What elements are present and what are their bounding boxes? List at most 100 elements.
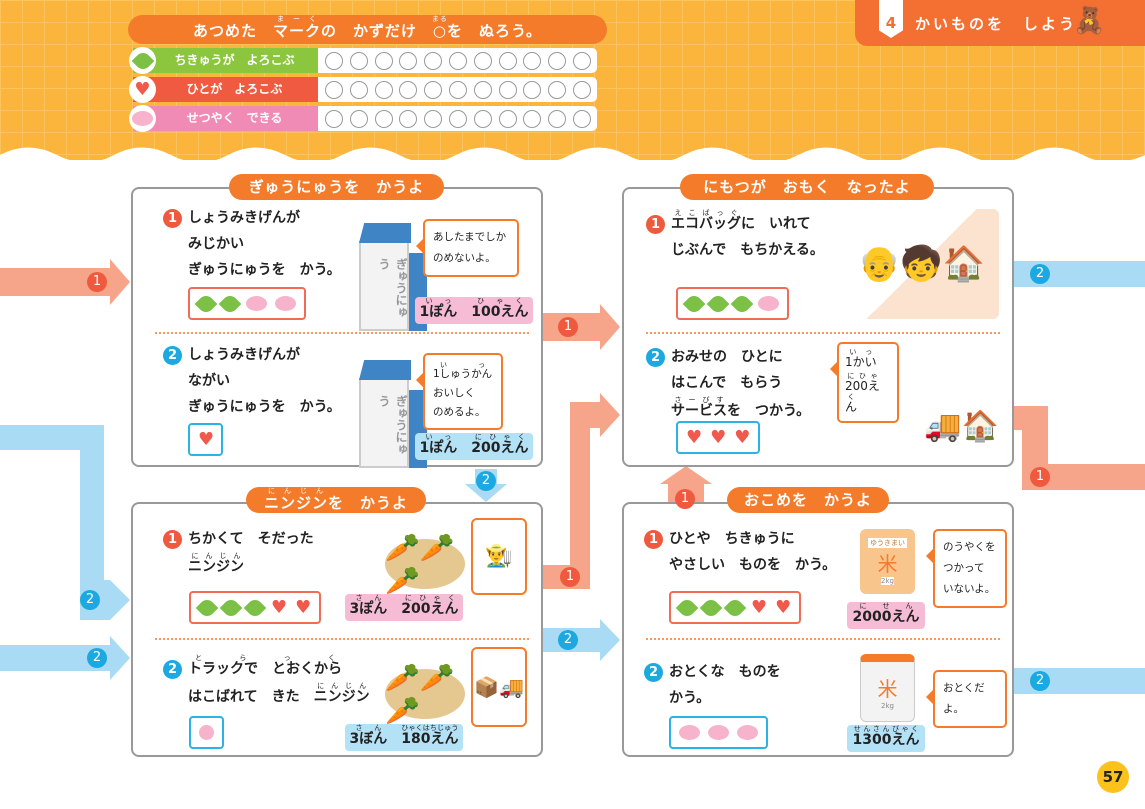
option-badge: 2	[163, 659, 182, 679]
delivery-truck-image: 📦🚚	[471, 647, 527, 727]
delivery-truck-image: 🚚🏠	[924, 409, 999, 444]
chapter-header: 4 かいものを しよう 🧸	[855, 0, 1145, 46]
bag-section-title: にもつが おもく なったよ	[680, 174, 934, 200]
rating-icons	[676, 287, 789, 320]
route-badge-2: 2	[80, 590, 100, 610]
route-badge-2: 2	[1030, 671, 1050, 691]
arrow-in-2a	[0, 425, 130, 620]
route-badge-1: 1	[558, 317, 578, 337]
pig-icon	[758, 296, 779, 311]
rating-icons: ♥	[188, 423, 223, 456]
arrow-carrot-to-bag	[543, 393, 620, 589]
route-badge-1: 1	[87, 272, 107, 292]
leaf-icon	[243, 596, 267, 619]
arrow-in-1	[0, 259, 130, 305]
rice-section-title: おこめを かうよ	[727, 487, 889, 513]
tally-circles[interactable]	[325, 52, 591, 70]
option-badge: 1	[163, 208, 182, 228]
leaf-icon	[706, 292, 730, 315]
teddy-bear-icon: 🧸	[1073, 6, 1106, 36]
divider	[646, 638, 1000, 640]
leaf-icon	[682, 292, 706, 315]
rating-icons	[669, 716, 768, 749]
price-quantity: 1ぽん	[419, 304, 458, 320]
tally-label: ひとが よろこぶ	[133, 77, 318, 102]
divider	[646, 332, 1000, 334]
divider	[155, 332, 529, 334]
heart-icon: ♥	[271, 596, 288, 618]
pig-icon	[275, 296, 296, 311]
tally-row-earth: ちきゅうが よろこぶ	[129, 47, 597, 74]
pig-icon	[679, 725, 700, 740]
route-badge-1: 1	[675, 489, 695, 509]
price-tag: 3ぼんさん 180えんひゃくはちじゅう	[345, 724, 463, 751]
price-amount: 100えん	[471, 304, 529, 320]
route-badge-1: 1	[1030, 467, 1050, 487]
route-badge-2: 2	[87, 648, 107, 668]
option-badge: 1	[163, 529, 182, 549]
route-badge-2: 2	[476, 471, 496, 491]
pig-icon	[199, 725, 214, 740]
heart-icon: ♥	[775, 596, 792, 618]
rating-icons: ♥♥	[189, 591, 322, 624]
leaf-icon	[723, 596, 747, 619]
price-tag: 3ぽんさん 200えんにひゃく	[345, 594, 463, 621]
tally-row-saving: せつやく できる	[129, 105, 597, 132]
tally-circles[interactable]	[325, 81, 591, 99]
option-badge: 1	[646, 214, 665, 234]
chapter-title: かいものを しよう	[915, 15, 1078, 33]
route-badge-1: 1	[560, 567, 580, 587]
leaf-icon	[194, 292, 218, 315]
option-badge: 1	[644, 529, 663, 549]
heart-icon: ♥	[710, 426, 727, 448]
milk-carton-image: ぎゅうにゅう	[359, 378, 427, 468]
speech-bubble: あしたまでしかのめないよ。	[416, 219, 519, 277]
heart-icon: ♥	[198, 428, 215, 450]
tally-label: せつやく できる	[133, 106, 318, 131]
route-badge-2: 2	[1030, 264, 1050, 284]
leaf-icon	[675, 596, 699, 619]
tally-row-people: ひとが よろこぶ ♥	[129, 76, 597, 103]
option-badge: 2	[646, 347, 665, 367]
pig-icon	[737, 725, 758, 740]
rating-icons: ♥♥♥	[676, 421, 761, 454]
page-number: 57	[1097, 761, 1129, 793]
leaf-icon	[730, 292, 754, 315]
pig-icon	[129, 105, 156, 132]
pig-icon	[708, 725, 729, 740]
carrots-basket-image: 🥕🥕🥕	[385, 531, 465, 597]
price-tag: 1ぽんいっ 100えんひゃく	[415, 297, 533, 324]
carrots-basket-image: 🥕🥕🥕	[385, 661, 465, 727]
option-badge: 2	[163, 345, 182, 365]
milk-carton-image: ぎゅうにゅう	[359, 241, 427, 331]
heart-icon: ♥	[129, 76, 156, 103]
heart-icon: ♥	[295, 596, 312, 618]
tally-label: ちきゅうが よろこぶ	[133, 48, 318, 73]
leaf-icon	[129, 47, 156, 74]
arrow-carrot-to-rice	[543, 619, 620, 661]
wave-divider	[0, 147, 1145, 170]
price-tag: 2000えんにせん	[847, 602, 925, 629]
carrot-section-title: ニンジンにんじんを かうよ	[246, 487, 426, 513]
arrow-in-2b	[0, 636, 130, 680]
rating-icons: ♥♥	[669, 591, 802, 624]
rating-icons	[188, 287, 306, 320]
leaf-icon	[699, 596, 723, 619]
heart-icon: ♥	[734, 426, 751, 448]
pig-icon	[246, 296, 267, 311]
tally-circles[interactable]	[325, 110, 591, 128]
arrow-rice-up	[660, 466, 712, 502]
